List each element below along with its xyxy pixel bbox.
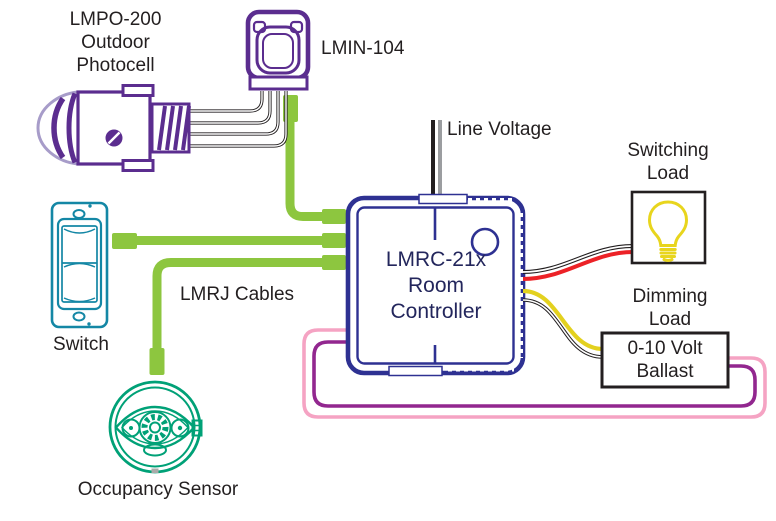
wiring-slot-bottom bbox=[388, 365, 443, 377]
dimming-load-label: Dimming Load bbox=[632, 286, 708, 330]
ballast-box bbox=[600, 331, 730, 389]
line-voltage-wires bbox=[431, 120, 442, 200]
ballast-label: 0-10 Volt Ballast bbox=[627, 338, 703, 382]
screw-icon bbox=[72, 311, 86, 322]
occupancy-sensor-device bbox=[108, 380, 203, 474]
lmrj-cable-switch-to-controller bbox=[112, 233, 346, 249]
photocell-device bbox=[36, 84, 191, 172]
wiring-slot-top bbox=[418, 193, 468, 205]
switch-device bbox=[50, 201, 109, 329]
line-voltage-label: Line Voltage bbox=[447, 119, 552, 140]
lmrj-cables-label: LMRJ Cables bbox=[179, 284, 295, 305]
rj45-connector bbox=[322, 255, 346, 270]
lmin-device bbox=[245, 9, 311, 91]
dimming-control-loop-wires bbox=[302, 328, 767, 419]
sensor-terminal bbox=[191, 419, 203, 437]
photocell-wires bbox=[189, 91, 288, 148]
switch-label: Switch bbox=[53, 334, 109, 355]
rocker-paddle bbox=[56, 217, 103, 311]
rj45-connector bbox=[322, 233, 346, 248]
switching-load-wires bbox=[522, 244, 634, 281]
sensor-lens bbox=[114, 405, 196, 450]
light-bulb-icon bbox=[647, 200, 689, 262]
room-controller-box bbox=[345, 193, 526, 377]
lmrj-cable-lmin-to-controller bbox=[283, 95, 346, 224]
lmrj-cable-occupancy-to-controller bbox=[149, 255, 346, 375]
photocell-label: LMPO-200 Outdoor Photocell bbox=[69, 9, 162, 76]
rj45-connector bbox=[322, 209, 346, 224]
lmin-label: LMIN-104 bbox=[321, 38, 405, 59]
switching-load-label: Switching Load bbox=[627, 140, 709, 184]
rj45-connector bbox=[112, 233, 137, 249]
occupancy-sensor-label: Occupancy Sensor bbox=[77, 479, 239, 500]
controller-button bbox=[470, 227, 500, 257]
controller-label: LMRC-21x Room Controller bbox=[385, 248, 487, 323]
switching-load-box bbox=[630, 190, 707, 265]
dimming-load-wires bbox=[522, 288, 604, 359]
rj45-connector bbox=[149, 348, 165, 375]
